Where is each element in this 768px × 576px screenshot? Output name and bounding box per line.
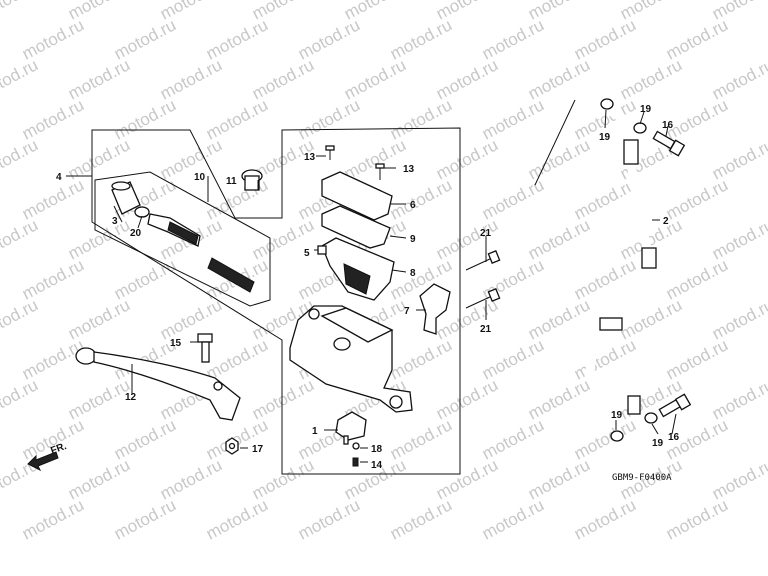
holder-bolt-upper	[465, 250, 501, 271]
brake-lever	[75, 347, 241, 421]
callout-19-c: 19	[611, 410, 623, 421]
watermark-text: motod.ru	[479, 495, 547, 543]
circlip	[134, 206, 150, 218]
bleed-screw	[317, 245, 327, 255]
piston-spring	[207, 257, 255, 293]
reservoir-cap	[321, 171, 393, 221]
brake-hose	[585, 106, 661, 421]
master-cylinder	[289, 305, 413, 413]
watermark-text: motod.ru	[387, 495, 455, 543]
callout-16-lower: 16	[668, 432, 680, 443]
callout-11: 11	[226, 176, 237, 187]
watermark-text: motod.ru	[19, 495, 87, 543]
callout-9: 9	[410, 234, 416, 245]
watermark-text: motod.ru	[709, 375, 768, 423]
leader-lines	[66, 109, 677, 463]
callout-20: 20	[130, 228, 142, 239]
watermark-text: motod.ru	[0, 0, 41, 24]
callout-7: 7	[404, 306, 410, 317]
sealing-washer	[644, 412, 658, 424]
callout-21-upper: 21	[480, 228, 492, 239]
callout-12: 12	[125, 392, 137, 403]
master-cylinder-holder	[419, 283, 451, 335]
piston-group-box	[94, 171, 271, 307]
holder-bolt-lower	[465, 288, 501, 309]
callout-labels: 4 10 3 20 11 13 13 6 9 8 5 7 21 21 1 18 …	[56, 104, 680, 471]
callout-1: 1	[312, 426, 318, 437]
callout-18: 18	[371, 444, 383, 455]
diagram-code: GBM9-F0400A	[612, 473, 672, 483]
switch-screw	[352, 442, 360, 450]
watermark-text: motod.ru	[709, 55, 768, 103]
front-direction-arrow: FR.	[27, 441, 68, 472]
oil-bolt-upper	[652, 130, 686, 157]
callout-4: 4	[56, 172, 62, 183]
master-cylinder-group-box	[91, 127, 461, 475]
watermark-text: motod.ru	[203, 495, 271, 543]
callout-19-d: 19	[652, 438, 664, 449]
callout-10: 10	[194, 172, 206, 183]
svg-text:FR.: FR.	[49, 441, 68, 457]
watermark-text: motod.ru	[571, 495, 639, 543]
callout-5: 5	[304, 248, 310, 259]
hose-group-line	[534, 99, 576, 186]
pivot-bolt	[197, 333, 213, 363]
watermark-text: motod.ru	[111, 495, 179, 543]
watermark-text: motod.ru	[295, 495, 363, 543]
callout-8: 8	[410, 268, 416, 279]
sealing-washer	[600, 98, 614, 110]
brake-light-switch	[335, 411, 367, 445]
callout-21-lower: 21	[480, 324, 492, 335]
watermark-text: motod.ru	[709, 455, 768, 503]
watermark-text: motod.ru	[0, 215, 41, 263]
callout-19-a: 19	[599, 132, 611, 143]
lever-pin	[241, 169, 263, 191]
callout-17: 17	[252, 444, 264, 455]
watermark-text: motod.ru	[709, 135, 768, 183]
callout-13-left: 13	[304, 152, 316, 163]
cover-screw-right	[375, 163, 385, 180]
piston-boot	[111, 181, 141, 215]
callout-14: 14	[371, 460, 383, 471]
piston	[147, 213, 201, 247]
lever-nut	[225, 437, 239, 455]
watermark-text: motod.ru	[0, 135, 41, 183]
sealing-washer	[610, 430, 624, 442]
reservoir-plate	[321, 205, 391, 249]
oil-bolt-lower	[658, 393, 692, 418]
watermark-text: motod.ru	[709, 215, 768, 263]
watermark-text: motod.ru	[0, 375, 41, 423]
callout-16-upper: 16	[662, 120, 674, 131]
sealing-washer	[633, 122, 647, 134]
watermark-text: motod.ru	[0, 295, 41, 343]
callout-3: 3	[112, 216, 118, 227]
switch-screw-head	[352, 457, 359, 467]
callout-15: 15	[170, 338, 182, 349]
callout-2: 2	[663, 216, 669, 227]
watermark-text: motod.ru	[0, 55, 41, 103]
callout-19-b: 19	[640, 104, 652, 115]
diaphragm	[321, 237, 395, 301]
callout-13-right: 13	[403, 164, 415, 175]
watermark-text: motod.ru	[663, 495, 731, 543]
watermark-text: motod.ru	[709, 295, 768, 343]
cover-screw-left	[325, 145, 335, 160]
callout-6: 6	[410, 200, 416, 211]
